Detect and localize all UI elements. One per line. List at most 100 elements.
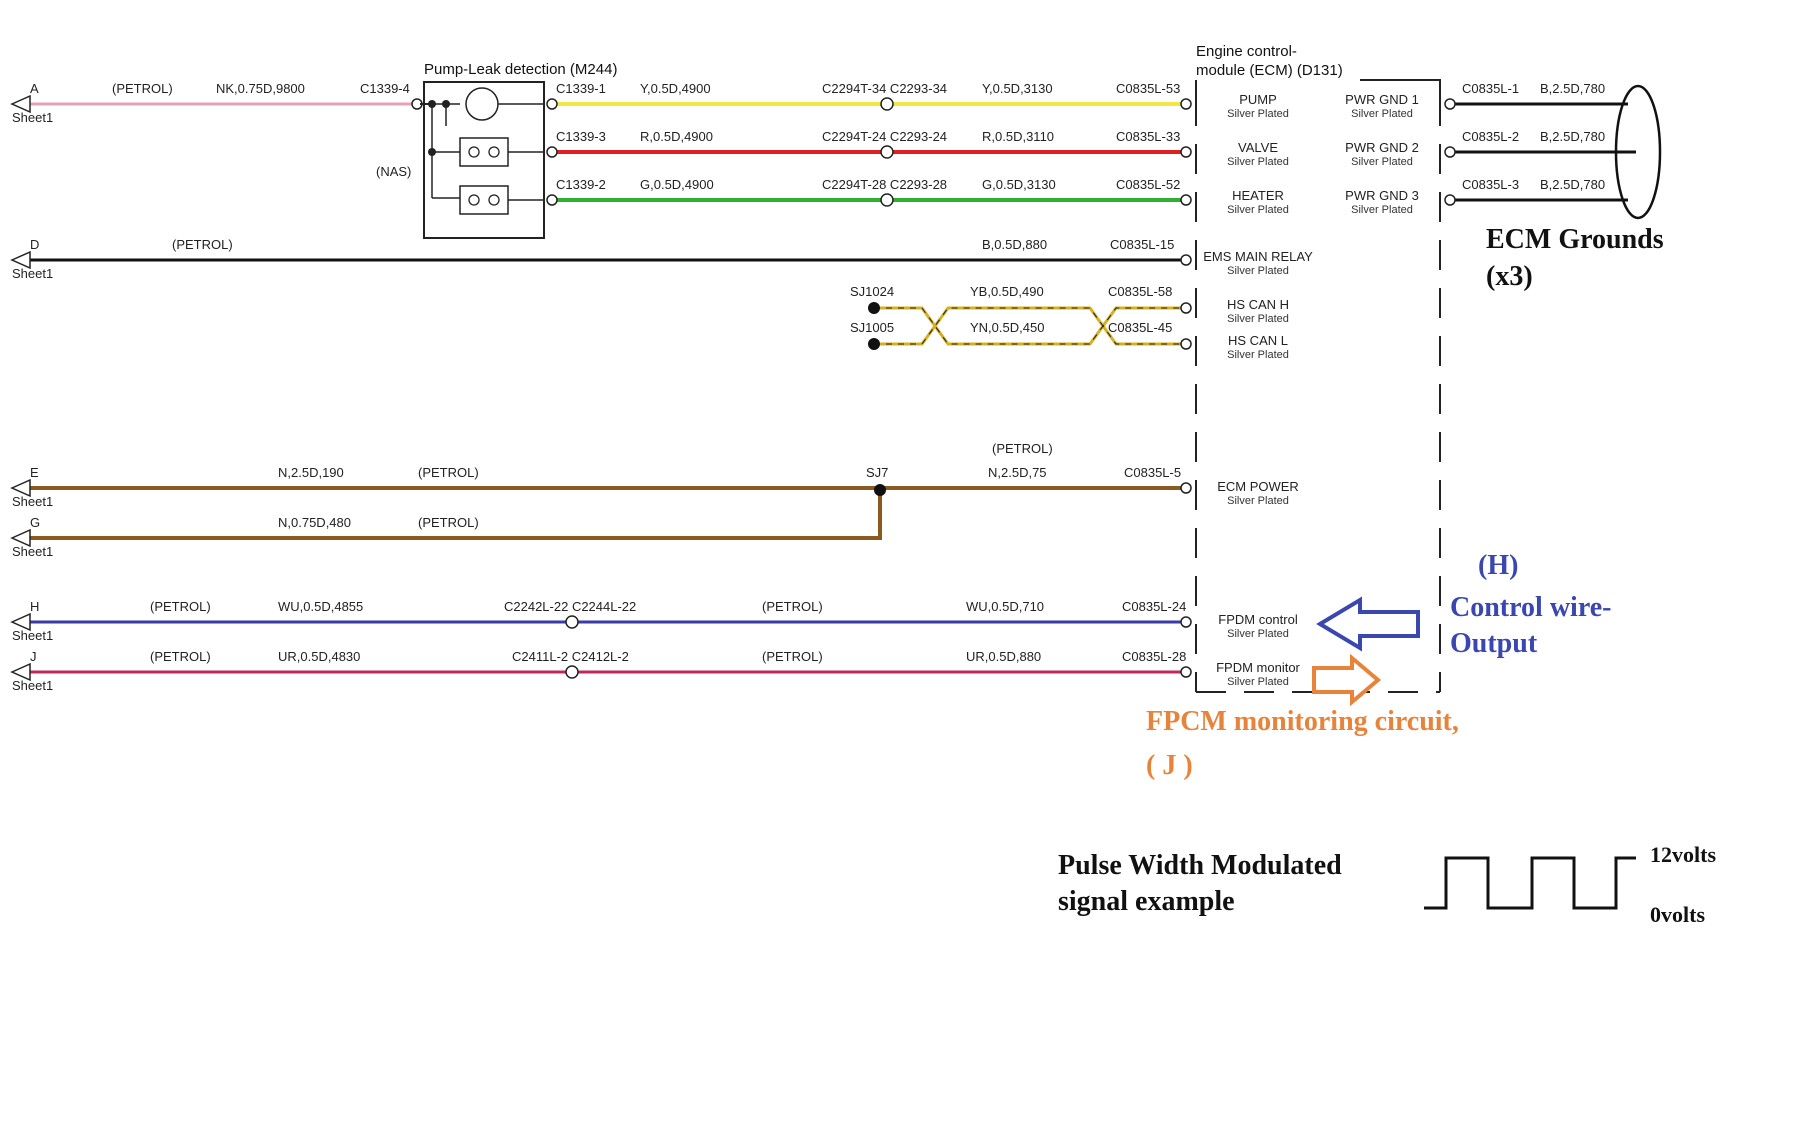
pwm-label-line2: signal example [1058,886,1235,917]
inline-connector-icon [880,193,894,207]
sheet-ref: Sheet1 [12,678,53,693]
connector-icon [1180,194,1192,206]
ecm-module: Engine control- module (ECM) (D131) PUMP… [1195,43,1441,693]
h-wire-label: (H) [1478,550,1518,581]
wire-letter: E [30,465,39,480]
wire-spec: YN,0.5D,450 [970,320,1044,335]
wire-spec: NK,0.75D,9800 [216,81,305,96]
sheet-ref: Sheet1 [12,110,53,125]
control-wire-label: Control wire- [1450,592,1612,623]
ecm-pin-function: HS CAN L [1228,333,1288,348]
inline-connector-icon [565,665,579,679]
wire-pump: C1339-1 Y,0.5D,4900 C2294T-34 C2293-34 Y… [546,81,1192,111]
splice-dot-icon [868,338,880,350]
pin-label: C0835L-5 [1124,465,1181,480]
sheet-ref: Sheet1 [12,544,53,559]
pwm-label-line1: Pulse Width Modulated [1058,850,1342,881]
pin-plating: Silver Plated [1227,265,1289,277]
ecm-pin-function: FPDM monitor [1216,660,1300,675]
joint-label: C2294T-34 C2293-34 [822,81,947,96]
connector-icon [1444,146,1456,158]
connector-icon [1444,98,1456,110]
connector-icon [546,146,558,158]
connector-icon [1444,194,1456,206]
pin-label: C0835L-24 [1122,599,1186,614]
pin-plating: Silver Plated [1351,108,1413,120]
connector-icon [1180,338,1192,350]
connector-icon [1180,666,1192,678]
wire-heater: C1339-2 G,0.5D,4900 C2294T-28 C2293-28 G… [546,177,1192,207]
splice-label: SJ1024 [850,284,894,299]
arrow-right-icon [1312,653,1382,707]
petrol-label: (PETROL) [762,599,823,614]
inline-connector-icon [880,145,894,159]
connector-label: C1339-3 [556,129,606,144]
module-box [423,81,545,239]
wire-spec: N,0.75D,480 [278,515,351,530]
ecm-pin-function: VALVE [1238,140,1278,155]
sheet-ref: Sheet1 [12,494,53,509]
connector-icon [546,194,558,206]
inline-connector-icon [565,615,579,629]
pwm-square-wave [1424,856,1636,910]
sheet-arrow-icon [10,94,31,114]
pin-label: C0835L-52 [1116,177,1180,192]
wire-spec: WU,0.5D,4855 [278,599,363,614]
fpcm-monitor-label: FPCM monitoring circuit, [1146,706,1459,737]
valve-solenoid-icon [459,137,509,167]
joint-label: C2411L-2 C2412L-2 [512,649,629,664]
petrol-label: (PETROL) [418,515,479,530]
pin-label: C0835L-15 [1110,237,1174,252]
wire-spec: B,0.5D,880 [982,237,1047,252]
can-bus-pair: SJ1024 SJ1005 YB,0.5D,490 YN,0.5D,450 C0… [850,284,1192,350]
ecm-grounds-label: ECM Grounds [1486,224,1664,255]
connector-icon [546,98,558,110]
pump-motor-icon [465,87,499,121]
petrol-label: (PETROL) [172,237,233,252]
pwm-low-voltage: 0volts [1650,902,1705,927]
pin-label: C0835L-3 [1462,177,1519,192]
ecm-title-line2: module (ECM) (D131) [1196,62,1343,79]
wire-spec: UR,0.5D,880 [966,649,1041,664]
wire-spec: N,2.5D,190 [278,465,344,480]
ecm-title-line1: Engine control- [1196,43,1297,60]
wire-letter: H [30,599,39,614]
connector-icon [1180,146,1192,158]
pwm-high-voltage: 12volts [1650,842,1716,867]
ecm-pin-function: EMS MAIN RELAY [1203,249,1313,264]
wire-letter: J [30,649,37,664]
wire-h: H Sheet1 (PETROL) WU,0.5D,4855 C2242L-22… [10,599,1192,643]
petrol-label: (PETROL) [992,441,1053,456]
wire-spec: Y,0.5D,4900 [640,81,711,96]
ecm-pin-function: FPDM control [1218,612,1298,627]
ground-function: PWR GND 3 [1345,188,1419,203]
wire-letter: G [30,515,40,530]
ecm-pin-function: HEATER [1232,188,1284,203]
pin-plating: Silver Plated [1227,156,1289,168]
splice-label: SJ7 [866,465,888,480]
ecm-pin-function: HS CAN H [1227,297,1289,312]
pin-label: C0835L-45 [1108,320,1172,335]
pin-plating: Silver Plated [1227,204,1289,216]
wire-spec: G,0.5D,4900 [640,177,714,192]
wire-spec: R,0.5D,4900 [640,129,713,144]
pin-plating: Silver Plated [1351,204,1413,216]
pin-label: C0835L-33 [1116,129,1180,144]
wire-d: D Sheet1 (PETROL) B,0.5D,880 C0835L-15 [10,237,1192,281]
splice-dot-icon [874,484,886,496]
connector-icon [1180,616,1192,628]
ground-function: PWR GND 1 [1345,92,1419,107]
sheet-arrow-icon [10,250,31,270]
pin-plating: Silver Plated [1227,313,1289,325]
petrol-label: (PETROL) [150,649,211,664]
wire-g: G Sheet1 N,0.75D,480 (PETROL) [10,484,886,559]
sheet-arrow-icon [10,612,31,632]
wire-spec: N,2.5D,75 [988,465,1047,480]
wire-g-line [30,488,882,540]
petrol-label: (PETROL) [112,81,173,96]
wire-spec: Y,0.5D,3130 [982,81,1053,96]
sheet-arrow-icon [10,528,31,548]
wire-letter: D [30,237,39,252]
connector-icon [1180,254,1192,266]
